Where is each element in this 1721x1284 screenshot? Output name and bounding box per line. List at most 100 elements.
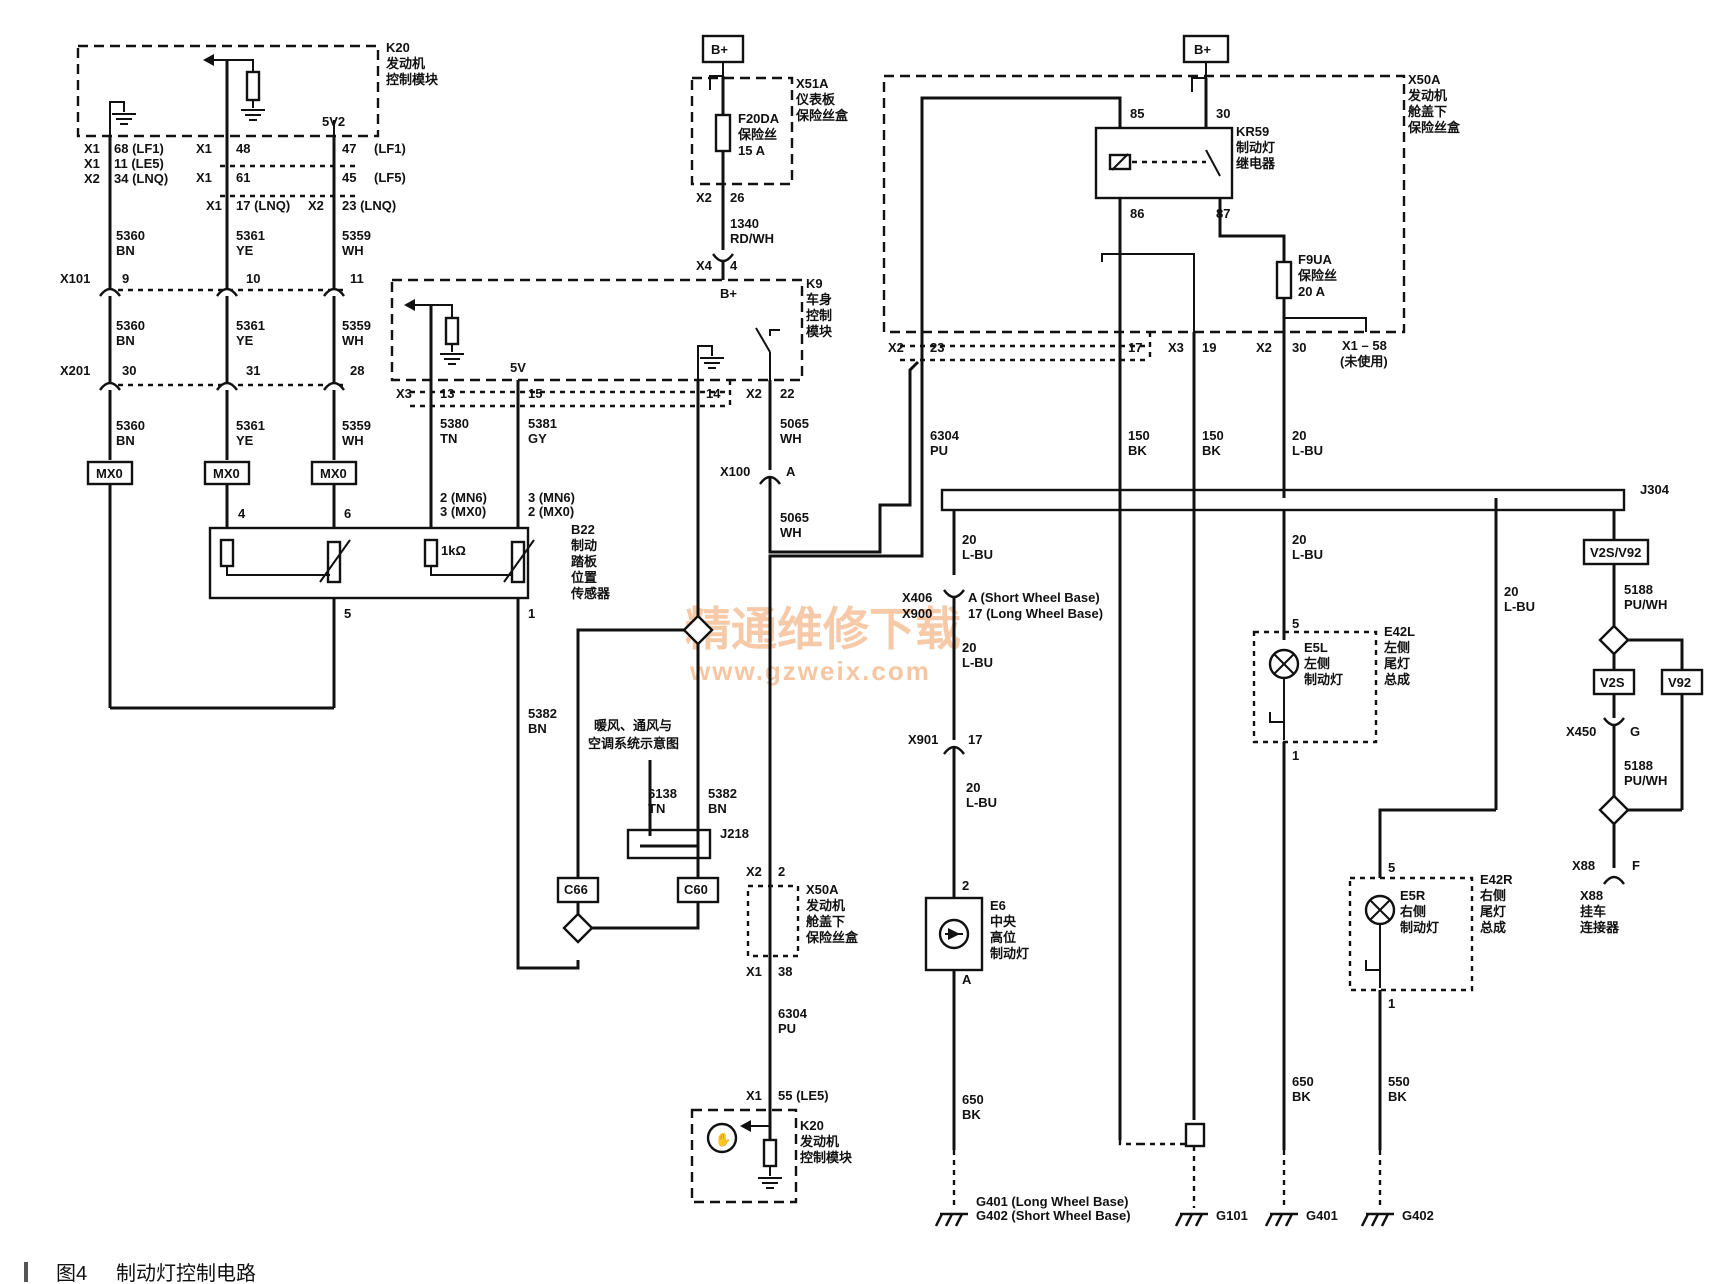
label-l3: 保险丝盒 — [1407, 120, 1461, 135]
label-g401a: G401 (Long Wheel Base) — [976, 1194, 1128, 1209]
label-x50a-x2b: X2 — [1256, 340, 1272, 355]
label-g402: G402 — [1402, 1208, 1434, 1223]
label-x900-17: 17 (Long Wheel Base) — [968, 606, 1103, 621]
label-w5380: 5380 — [440, 416, 469, 431]
label-id: K20 — [800, 1118, 824, 1133]
label-mx0c: MX0 — [320, 466, 347, 481]
label-k20-p47: 47 — [342, 141, 356, 156]
label-l2: 尾灯 — [1480, 904, 1506, 919]
label-w5359a: 5359 — [342, 228, 371, 243]
label-l1: 制动灯 — [1236, 140, 1275, 155]
label-b22-mx0a: 3 (MX0) — [440, 504, 486, 519]
label-k20-x1c: X1 — [196, 141, 212, 156]
label-k20-x2b: X2 — [308, 198, 324, 213]
label-e5l-5: 5 — [1292, 616, 1299, 631]
label-id: F20DA — [738, 111, 780, 126]
label-c-bn-a: BN — [116, 243, 135, 258]
label-c-bk-e: BK — [1388, 1089, 1407, 1104]
label-w20a: 20 — [1292, 428, 1306, 443]
label-w5359c: 5359 — [342, 418, 371, 433]
label-w5361c: 5361 — [236, 418, 265, 433]
label-x201-30: 30 — [122, 363, 136, 378]
label-l2: 尾灯 — [1384, 656, 1410, 671]
label-e5r-1: 1 — [1388, 996, 1395, 1011]
label-w650a: 650 — [962, 1092, 984, 1107]
label-c-lbu-b: L-BU — [962, 547, 993, 562]
label-w20b: 20 — [962, 532, 976, 547]
label-unused: (未使用) — [1340, 354, 1388, 369]
watermark-url: www.gzweix.com — [689, 656, 931, 686]
label-l1: 右侧 — [1399, 904, 1426, 919]
label-l2: 踏板 — [571, 554, 598, 569]
label-id: KR59 — [1236, 124, 1269, 139]
label-l1: 左侧 — [1384, 640, 1410, 655]
label-k9-13: 13 — [440, 386, 454, 401]
label-l1: 发动机 — [1407, 88, 1447, 103]
label-c-puwh-b: PU/WH — [1624, 773, 1667, 788]
label-k9-15: 15 — [528, 386, 542, 401]
label-c-wh-a: WH — [342, 243, 364, 258]
label-l2: 空调系统示意图 — [588, 736, 679, 751]
label-x201-28: 28 — [350, 363, 364, 378]
label-l1: 保险丝 — [1297, 268, 1337, 283]
label-x50a2-2: 2 — [778, 864, 785, 879]
label-l1: 车身 — [806, 292, 832, 307]
label-c-lbu-d: L-BU — [1504, 599, 1535, 614]
k20-engine-control-module: K20 发动机 控制模块 5V2 — [76, 40, 439, 138]
label-x450: X450 — [1566, 724, 1596, 739]
label-c-ye-a: YE — [236, 243, 254, 258]
e6-high-mount-stop-lamp: E6 中央 高位 制动灯 — [924, 896, 1029, 972]
e5r-right-stop-lamp: E5R 右侧 制动灯 E42R 右侧 尾灯 总成 — [1348, 872, 1513, 992]
label-l2: 20 A — [1298, 284, 1326, 299]
label-x201: X201 — [60, 363, 90, 378]
label-c-pu-b: PU — [778, 1021, 796, 1036]
label-k20-x1d: X1 — [196, 170, 212, 185]
label-g401: G401 — [1306, 1208, 1338, 1223]
label-c-bk-b: BK — [1202, 443, 1221, 458]
label-w5382a: 5382 — [528, 706, 557, 721]
label-id: X51A — [796, 76, 829, 91]
label-k20-p23: 23 (LNQ) — [342, 198, 396, 213]
label-l2: 制动灯 — [1304, 672, 1343, 687]
label-l1: 保险丝 — [737, 127, 777, 142]
label-w5360b: 5360 — [116, 318, 145, 333]
label-x50a-19: 19 — [1202, 340, 1216, 355]
label-l2: 控制模块 — [800, 1150, 853, 1165]
label-l3: 保险丝盒 — [805, 930, 859, 945]
label-k20-p48: 48 — [236, 141, 250, 156]
label-c-tn-b: TN — [648, 801, 665, 816]
label-k20-x1e: X1 — [206, 198, 222, 213]
label-x100-a: A — [786, 464, 796, 479]
label-c-ye-b: YE — [236, 333, 254, 348]
label-c-wh-b: WH — [342, 333, 364, 348]
label-e6-a: A — [962, 972, 972, 987]
label-c-bk-a: BK — [1128, 443, 1147, 458]
label-x101-9: 9 — [122, 271, 129, 286]
label-c-bk-d: BK — [1292, 1089, 1311, 1104]
figure-number: 图4 — [56, 1263, 87, 1284]
label-l4: 传感器 — [570, 586, 611, 601]
label-id: E6 — [990, 898, 1006, 913]
label-id: B22 — [571, 522, 595, 537]
label-mx0b: MX0 — [213, 466, 240, 481]
label-e5r-5: 5 — [1388, 860, 1395, 875]
label-x50a2-38: 38 — [778, 964, 792, 979]
label-x51a-x2: X2 — [696, 190, 712, 205]
label-c-bn-d: BN — [528, 721, 547, 736]
label-c-wh-d: WH — [780, 431, 802, 446]
label-x50a-x3: X3 — [1168, 340, 1184, 355]
label-w1340: 1340 — [730, 216, 759, 231]
label-k20-p61: 61 — [236, 170, 250, 185]
label-c-bn-b: BN — [116, 333, 135, 348]
label-w150b: 150 — [1202, 428, 1224, 443]
label-id: E5R — [1400, 888, 1426, 903]
label-x100: X100 — [720, 464, 750, 479]
label-l2: 15 A — [738, 143, 766, 158]
label-c66: C66 — [564, 882, 588, 897]
label-mx0a: MX0 — [96, 466, 123, 481]
label-id: K9 — [806, 276, 823, 291]
figure-caption: 制动灯控制电路 — [116, 1262, 256, 1284]
label-k20-x1: X1 — [84, 141, 100, 156]
label-e5l-1: 1 — [1292, 748, 1299, 763]
label-kr59-86: 86 — [1130, 206, 1144, 221]
